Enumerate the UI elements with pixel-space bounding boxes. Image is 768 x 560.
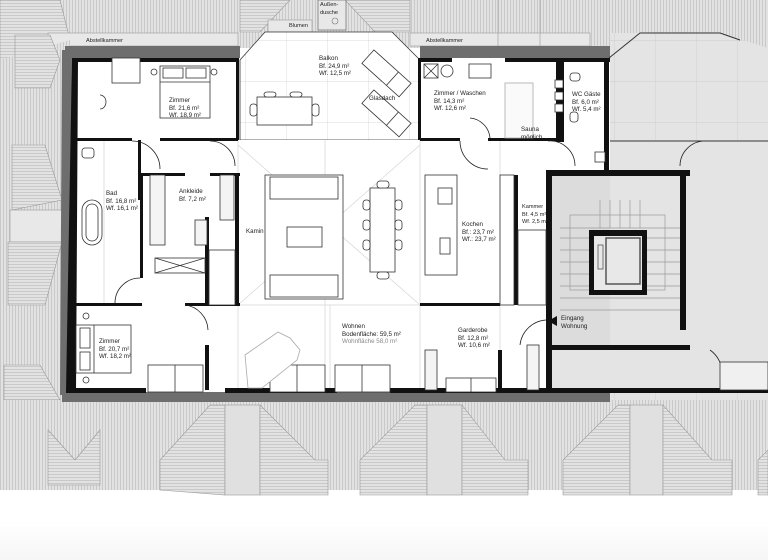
terrace-edges <box>608 32 768 142</box>
room-zimmer-waschen: Zimmer / Waschen Bf. 14,3 m² Wf. 12,6 m² <box>434 90 486 113</box>
room-ankleide: Ankleide Bf. 7,2 m² <box>179 188 206 203</box>
room-zimmer-nw: Zimmer Bf. 21,6 m² Wf. 18,9 m² <box>169 97 201 120</box>
label-sauna: Sauna möglich <box>521 126 543 141</box>
room-kochen: Kochen Bf.: 23,7 m² Wf.: 23,7 m² <box>462 221 496 244</box>
label-aussendusche: Außen- dusche <box>320 2 339 16</box>
room-bad: Bad Bf. 16,8 m² Wf. 16,1 m² <box>106 190 138 213</box>
label-abstellkammer-left: Abstellkammer <box>86 38 123 44</box>
roof-left <box>0 34 75 401</box>
label-kamin: Kamin <box>246 228 264 235</box>
entrance-arrow-icon <box>548 316 557 326</box>
stair-core <box>550 140 768 392</box>
room-wc-gaeste: WC Gäste Bf. 6,0 m² Wf. 5,4 m² <box>572 91 601 114</box>
room-garderobe: Garderobe Bf. 12,8 m² Wf. 10,6 m² <box>458 327 490 350</box>
roof-bottom <box>0 400 768 496</box>
label-eingang-wohnung: Eingang Wohnung <box>561 315 588 330</box>
room-balkon: Balkon Bf. 24,9 m² Wf. 12,5 m² <box>319 55 351 78</box>
label-glasdach: Glasdach <box>369 95 396 102</box>
label-blumen: Blumen <box>289 23 308 29</box>
furniture <box>75 49 768 393</box>
room-zimmer-sw: Zimmer Bf. 20,7 m² Wf. 18,2 m² <box>99 338 131 361</box>
room-kammer: Kammer Bf. 4,5 m² Wf. 2,5 m² <box>522 204 548 226</box>
label-abstellkammer-right: Abstellkammer <box>426 38 463 44</box>
room-wohnen: Wohnen Bodenfläche: 59,5 m² Wohnfläche 5… <box>342 323 401 346</box>
bottom-fade <box>0 520 768 560</box>
